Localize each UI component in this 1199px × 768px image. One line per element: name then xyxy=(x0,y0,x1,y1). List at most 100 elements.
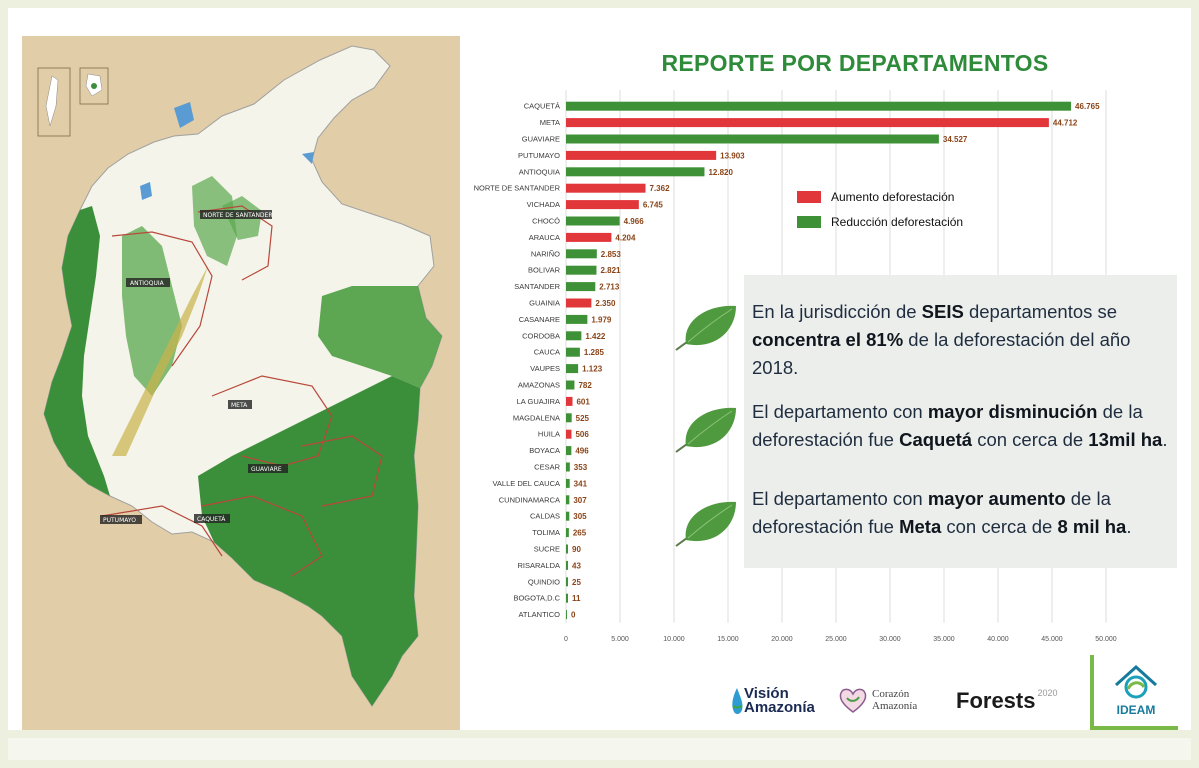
value-label: 12.820 xyxy=(708,168,733,177)
bar xyxy=(566,118,1049,128)
info-text: de la deforestación fue xyxy=(752,401,1143,450)
x-tick-label: 15.000 xyxy=(717,636,739,642)
vision-text-1: Visión xyxy=(744,685,789,702)
category-label: TOLIMA xyxy=(532,528,560,537)
value-label: 341 xyxy=(574,479,588,488)
bar xyxy=(566,347,580,357)
bar xyxy=(566,610,567,620)
bar xyxy=(566,216,620,226)
logo-ideam: IDEAM xyxy=(1090,655,1178,730)
value-label: 305 xyxy=(573,512,587,521)
value-label: 525 xyxy=(576,414,590,423)
dept-borders xyxy=(101,205,383,577)
x-tick-label: 40.000 xyxy=(987,636,1009,642)
info-emphasis: mayor aumento xyxy=(927,488,1066,509)
bar xyxy=(566,265,597,275)
value-label: 46.765 xyxy=(1075,102,1100,111)
value-label: 2.713 xyxy=(599,283,620,292)
x-tick-label: 30.000 xyxy=(879,636,901,642)
x-tick-label: 0 xyxy=(564,636,568,642)
value-label: 25 xyxy=(572,578,581,587)
value-label: 1.285 xyxy=(584,348,605,357)
x-tick-label: 5.000 xyxy=(611,636,629,642)
bottom-strip xyxy=(8,738,1191,760)
info-text: . xyxy=(1162,429,1168,450)
info-paragraph-3: El departamento con mayor aumento de la … xyxy=(752,485,1177,541)
category-label: CAUCA xyxy=(534,348,560,357)
corazon-text-2: Amazonía xyxy=(872,700,918,712)
info-text: El departamento con xyxy=(752,488,928,509)
svg-text:ANTIOQUIA: ANTIOQUIA xyxy=(130,280,165,287)
value-label: 2.821 xyxy=(600,266,621,275)
value-label: 1.979 xyxy=(591,315,612,324)
category-label: ATLANTICO xyxy=(518,610,560,619)
bar xyxy=(566,314,588,324)
value-label: 2.853 xyxy=(601,250,622,259)
info-text: de la deforestación del año 2018. xyxy=(752,329,1131,378)
bar xyxy=(566,577,568,587)
water-body xyxy=(174,102,194,128)
info-text: de la deforestación fue xyxy=(752,488,1111,537)
colombia-map: ANTIOQUIA NORTE DE SANTANDER META GUAVIA… xyxy=(22,36,460,730)
category-label: SUCRE xyxy=(534,545,560,554)
info-emphasis: 13mil ha xyxy=(1088,429,1163,450)
vision-drop-icon xyxy=(732,688,743,715)
category-label: GUAINIA xyxy=(529,299,560,308)
inset-forest-dot xyxy=(91,83,97,89)
value-label: 4.966 xyxy=(624,217,645,226)
andes-ridge xyxy=(112,266,208,456)
leaf-icon xyxy=(675,501,736,547)
bar xyxy=(566,429,572,439)
bar xyxy=(566,150,717,160)
bar xyxy=(566,298,592,308)
value-label: 1.123 xyxy=(582,365,603,374)
category-label: LA GUAJIRA xyxy=(517,397,560,406)
bar xyxy=(566,528,569,538)
category-label: ANTIOQUIA xyxy=(519,167,560,176)
category-label: GUAVIARE xyxy=(522,135,560,144)
bar xyxy=(566,331,582,341)
value-label: 7.362 xyxy=(650,184,671,193)
category-label: BOGOTA,D.C xyxy=(513,594,560,603)
info-emphasis: concentra el 81% xyxy=(752,329,904,350)
value-label: 11 xyxy=(572,594,581,603)
category-label: CHOCÓ xyxy=(532,217,560,226)
bar xyxy=(566,249,597,259)
chart-title: REPORTE POR DEPARTAMENTOS xyxy=(661,50,1049,76)
category-label: VALLE DEL CAUCA xyxy=(492,479,560,488)
category-label: CAQUETÁ xyxy=(524,102,560,111)
value-label: 1.422 xyxy=(585,332,606,341)
water-body-2 xyxy=(140,182,152,200)
info-emphasis: 8 mil ha xyxy=(1057,516,1127,537)
category-label: NORTE DE SANTANDER xyxy=(474,184,561,193)
value-label: 782 xyxy=(578,381,592,390)
category-label: CESAR xyxy=(534,463,560,472)
map-label-putumayo: PUTUMAYO xyxy=(100,515,142,524)
legend-item-decrease: Reducción deforestación xyxy=(797,215,963,229)
x-tick-label: 25.000 xyxy=(825,636,847,642)
legend-item-increase: Aumento deforestación xyxy=(797,190,963,204)
bar xyxy=(566,560,568,570)
value-label: 601 xyxy=(576,397,590,406)
info-emphasis: Meta xyxy=(899,516,942,537)
bar xyxy=(566,364,579,374)
value-label: 13.903 xyxy=(720,151,745,160)
value-label: 43 xyxy=(572,561,581,570)
info-paragraph-1: En la jurisdicción de SEIS departamentos… xyxy=(752,298,1177,382)
forests-text: Forests xyxy=(956,688,1036,713)
bar xyxy=(566,511,570,521)
category-label: BOYACA xyxy=(529,446,560,455)
map-label-guaviare: GUAVIARE xyxy=(248,464,288,473)
category-label: MAGDALENA xyxy=(513,413,560,422)
category-label: VICHADA xyxy=(527,200,560,209)
colombia-map-svg: ANTIOQUIA NORTE DE SANTANDER META GUAVIA… xyxy=(37,45,443,707)
forest-pacific xyxy=(44,206,110,496)
category-label: VAUPES xyxy=(530,364,560,373)
info-emphasis: mayor disminución xyxy=(927,401,1098,422)
bar xyxy=(566,134,939,144)
bar xyxy=(566,183,646,193)
category-label: HUILA xyxy=(538,430,560,439)
